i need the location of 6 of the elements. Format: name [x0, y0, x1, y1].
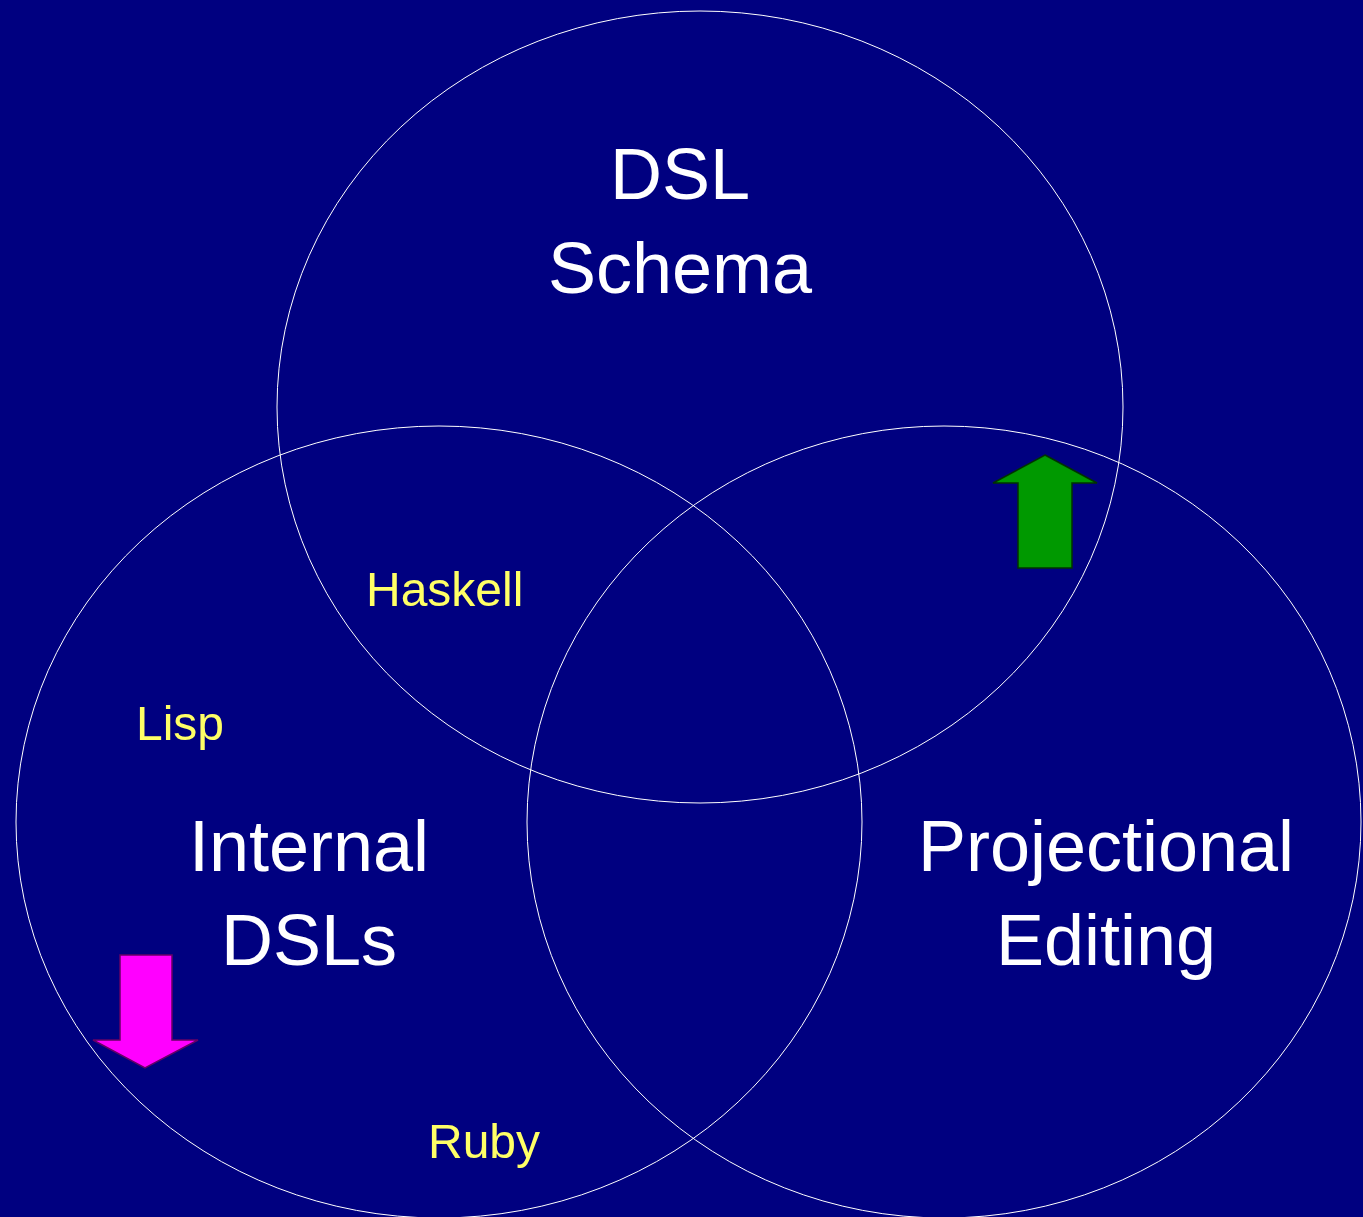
- set-label: Projectional Editing: [916, 805, 1296, 982]
- example-label: Lisp: [136, 696, 225, 752]
- example-label: Ruby: [428, 1114, 541, 1170]
- example-label: Haskell: [366, 562, 524, 618]
- set-label: DSL Schema: [546, 133, 814, 310]
- set-label: Internal DSLs: [187, 805, 431, 982]
